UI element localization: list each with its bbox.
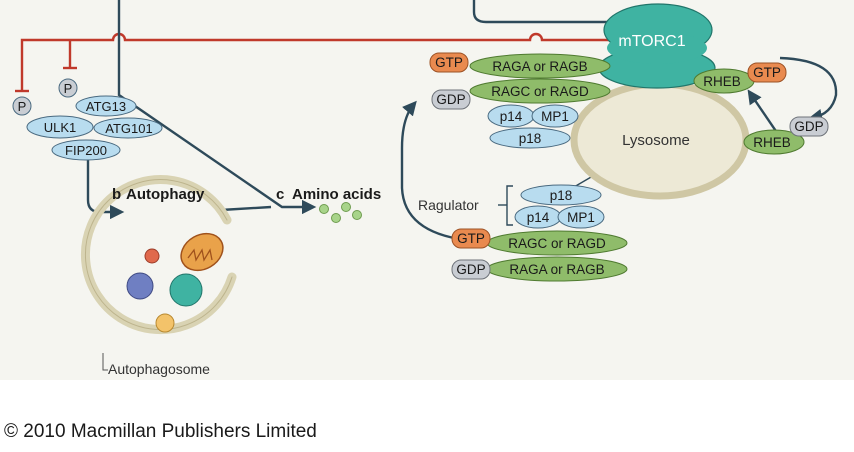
- mp1-top-node: [531, 104, 579, 128]
- amino-acids-letter: c: [276, 186, 284, 203]
- ragulator-label: Ragulator: [418, 197, 479, 213]
- gdp-bottom-badge: [451, 259, 491, 280]
- atg101-node: [93, 117, 163, 139]
- gdp-bottom-label: GDP: [456, 262, 485, 277]
- autophagosome: [80, 175, 237, 371]
- ragc-or-ragd-bottom-label: RAGC or RAGD: [508, 236, 606, 251]
- phospho-ulk1: [12, 96, 32, 116]
- p14-bottom-label: p14: [527, 210, 550, 225]
- mtorc1-complex: [598, 3, 716, 89]
- gtp-top-badge: [429, 52, 469, 73]
- phospho-atg13-label: P: [64, 81, 73, 96]
- autophagy-letter: b: [112, 186, 121, 203]
- gtp-rheb-label: GTP: [753, 65, 781, 80]
- ulk1-complex: [12, 78, 163, 161]
- fip200-label: FIP200: [65, 143, 107, 158]
- pathway-arrows: [86, 0, 838, 242]
- gtp-top-label: GTP: [435, 55, 463, 70]
- ragc-or-ragd-top-label: RAGC or RAGD: [491, 84, 589, 99]
- gtp-bottom-badge: [451, 228, 491, 249]
- rheb-gtp-label: RHEB: [703, 74, 741, 89]
- mp1-bottom-node: [557, 205, 605, 229]
- p14-top-label: p14: [500, 109, 523, 124]
- raga-or-ragb-top-node: [469, 53, 611, 79]
- cargo-red: [144, 248, 160, 264]
- autophagosome-label: Autophagosome: [108, 361, 210, 377]
- ragc-or-ragd-top-node: [469, 78, 611, 104]
- autophagy-heading: Autophagy: [126, 186, 205, 203]
- amino-acids-heading: Amino acids: [292, 186, 381, 203]
- rheb-gdp-node: [743, 129, 805, 155]
- atg13-node: [75, 95, 137, 117]
- rheb-gdp-label: RHEB: [753, 135, 791, 150]
- gdp-top-label: GDP: [436, 92, 465, 107]
- p18-bottom-node: [520, 184, 602, 206]
- p18-bottom-label: p18: [550, 188, 573, 203]
- gtp-rheb-badge: [747, 62, 787, 83]
- mp1-top-label: MP1: [541, 109, 569, 124]
- amino-acid-dots: [319, 202, 362, 223]
- atg101-label: ATG101: [105, 121, 152, 136]
- raga-or-ragb-bottom-label: RAGA or RAGB: [509, 262, 604, 277]
- inhibition-lines: [15, 32, 612, 93]
- copyright-notice: © 2010 Macmillan Publishers Limited: [4, 421, 317, 442]
- mp1-bottom-label: MP1: [567, 210, 595, 225]
- gdp-top-badge: [431, 89, 471, 110]
- mitochondrion: [180, 232, 224, 272]
- ulk1-label: ULK1: [44, 120, 77, 135]
- cargo-teal: [169, 273, 203, 307]
- gdp-rheb-label: GDP: [794, 119, 823, 134]
- mtorc1-label: mTORC1: [618, 33, 685, 50]
- raga-or-ragb-top-label: RAGA or RAGB: [492, 59, 587, 74]
- atg13-label: ATG13: [86, 99, 126, 114]
- p18-top-node: [489, 127, 571, 149]
- ulk1-node: [26, 115, 94, 139]
- cargo-blue: [126, 272, 154, 300]
- phospho-ulk1-label: P: [18, 99, 27, 114]
- phospho-atg13: [58, 78, 78, 98]
- gtp-bottom-label: GTP: [457, 231, 485, 246]
- cargo-yellow: [155, 313, 175, 333]
- lysosome-label: Lysosome: [622, 132, 690, 149]
- gdp-rheb-badge: [789, 116, 829, 137]
- p18-top-label: p18: [519, 131, 542, 146]
- mtorc1-amino-acid-signaling-diagram: Autophagosome ATG13 ULK1 ATG101 FIP200 P…: [0, 0, 854, 380]
- fip200-node: [51, 139, 121, 161]
